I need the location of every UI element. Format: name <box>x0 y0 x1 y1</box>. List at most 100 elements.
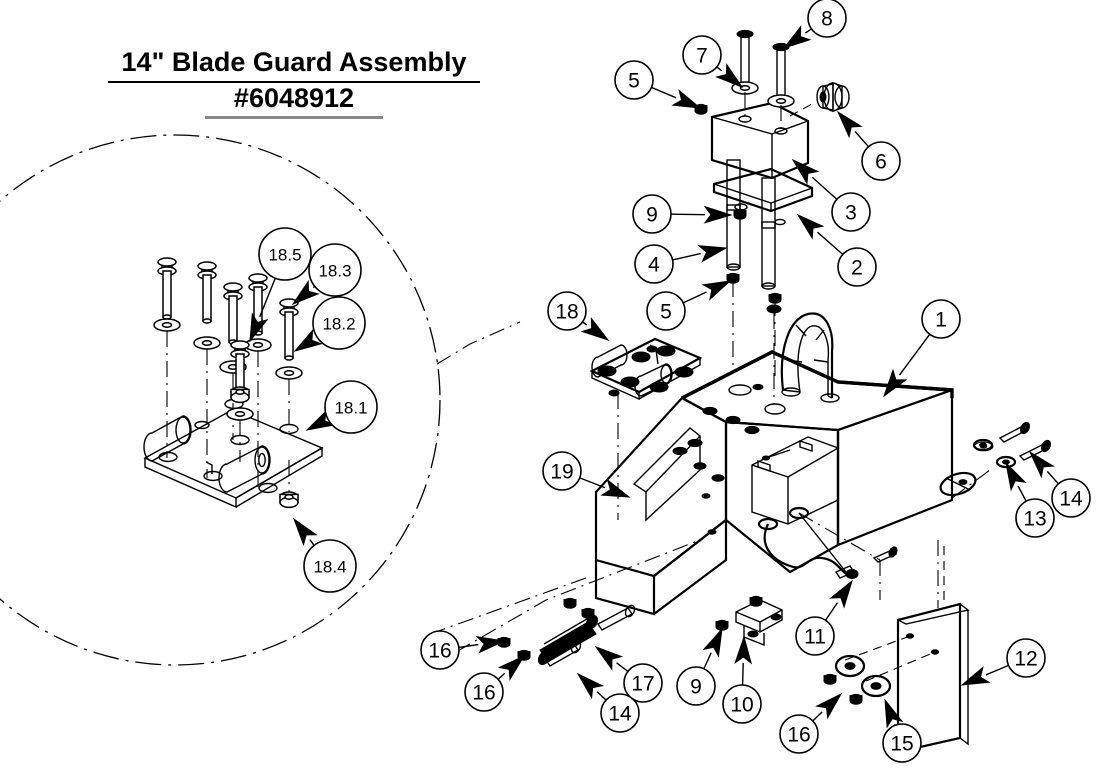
balloon-circle[interactable] <box>547 291 587 331</box>
washer-15b <box>860 674 892 698</box>
balloon-number: 16 <box>472 682 495 705</box>
balloon-circle[interactable] <box>542 451 582 491</box>
leader-arrowhead <box>697 245 728 263</box>
leader-line <box>596 691 607 701</box>
balloon-circle[interactable] <box>779 714 819 754</box>
detail-leader-line <box>436 321 521 365</box>
leader-line <box>741 662 744 686</box>
callout-layer: 123455678991011121314141516161617181918.… <box>249 0 1091 763</box>
balloon-circle[interactable] <box>676 666 716 706</box>
callout-balloon-16-a[interactable]: 16 <box>420 630 506 670</box>
leader-arrowhead <box>796 213 825 240</box>
washer-13a <box>972 438 994 452</box>
balloon-circle[interactable] <box>464 672 504 712</box>
balloon-circle[interactable] <box>600 693 640 733</box>
callout-balloon-18.4[interactable]: 18.4 <box>292 517 357 593</box>
leader-line <box>825 602 839 621</box>
balloon-circle[interactable] <box>682 35 722 75</box>
callout-balloon-15[interactable]: 15 <box>882 698 922 763</box>
callout-balloon-16-c[interactable]: 16 <box>779 692 843 754</box>
balloon-circle[interactable] <box>882 723 922 763</box>
balloon-circle[interactable] <box>324 380 378 434</box>
balloon-number: 16 <box>428 640 451 663</box>
callout-balloon-16-b[interactable]: 16 <box>464 654 526 712</box>
balloon-circle[interactable] <box>258 227 312 281</box>
callout-balloon-7[interactable]: 7 <box>682 35 744 89</box>
balloon-circle[interactable] <box>1051 478 1091 518</box>
balloon-circle[interactable] <box>623 663 663 703</box>
balloon-circle[interactable] <box>1015 498 1055 538</box>
leader-arrowhead <box>960 666 991 686</box>
balloon-circle[interactable] <box>861 141 901 181</box>
callout-balloon-12[interactable]: 12 <box>960 638 1046 686</box>
balloon-number: 1 <box>935 309 947 332</box>
balloon-circle[interactable] <box>312 296 366 350</box>
callout-balloon-1[interactable]: 1 <box>882 299 961 398</box>
callout-balloon-19[interactable]: 19 <box>542 451 631 498</box>
page-title-line2: #6048912 <box>205 83 383 119</box>
balloon-circle[interactable] <box>634 244 674 284</box>
bolt-14b <box>1018 439 1052 461</box>
callout-balloon-18.2[interactable]: 18.2 <box>293 296 366 352</box>
bushing-6 <box>816 82 850 112</box>
balloon-circle[interactable] <box>837 247 877 287</box>
balloon-number: 18.5 <box>268 246 301 265</box>
detail-circle-boundary <box>0 134 441 666</box>
leader-line <box>579 477 606 489</box>
callout-balloon-18[interactable]: 18 <box>547 291 610 341</box>
callout-balloon-2[interactable]: 2 <box>796 213 877 287</box>
balloon-circle[interactable] <box>614 60 654 100</box>
leader-arrowhead <box>701 280 732 301</box>
balloon-circle[interactable] <box>1006 638 1046 678</box>
callout-balloon-10[interactable]: 10 <box>722 635 762 724</box>
callout-balloon-9-bot[interactable]: 9 <box>676 627 723 706</box>
balloon-circle[interactable] <box>831 192 871 232</box>
balloon-circle[interactable] <box>807 0 847 38</box>
callout-balloon-3[interactable]: 3 <box>791 158 871 232</box>
callout-balloon-18.5[interactable]: 18.5 <box>249 227 312 343</box>
washer-13b <box>995 455 1017 469</box>
top-bracket-block <box>694 29 850 380</box>
callout-balloon-11[interactable]: 11 <box>795 579 853 656</box>
balloon-circle[interactable] <box>632 194 672 234</box>
callout-balloon-8[interactable]: 8 <box>782 0 847 49</box>
balloon-number: 13 <box>1023 508 1046 531</box>
leader-arrowhead <box>291 279 320 306</box>
callout-balloon-5-mid[interactable]: 5 <box>646 280 732 331</box>
balloon-circle[interactable] <box>420 630 460 670</box>
callout-balloon-13[interactable]: 13 <box>1005 461 1055 538</box>
callout-balloon-4[interactable]: 4 <box>634 244 728 284</box>
balloon-number: 18.3 <box>318 262 351 281</box>
callout-balloon-5-top[interactable]: 5 <box>614 60 702 109</box>
callout-balloon-18.1[interactable]: 18.1 <box>305 380 378 434</box>
balloon-number: 8 <box>821 8 833 31</box>
balloon-circle[interactable] <box>308 243 362 297</box>
leader-line <box>811 176 838 200</box>
balloon-number: 4 <box>648 254 660 277</box>
callout-balloon-14-b[interactable]: 14 <box>576 672 640 733</box>
leader-line <box>817 231 844 255</box>
leader-arrowhead <box>782 25 812 49</box>
callout-balloon-17[interactable]: 17 <box>594 645 663 703</box>
balloon-circle[interactable] <box>921 299 961 339</box>
balloon-number: 17 <box>631 673 654 696</box>
callout-balloon-14-r[interactable]: 14 <box>1028 450 1091 518</box>
balloon-circle[interactable] <box>795 616 835 656</box>
main-hinge-18 <box>589 337 703 520</box>
right-fasteners <box>951 421 1052 499</box>
leader-arrowhead <box>1028 450 1055 479</box>
balloon-number: 5 <box>628 70 640 93</box>
leader-line <box>497 672 506 680</box>
callout-balloon-9-top[interactable]: 9 <box>632 194 733 234</box>
balloon-number: 11 <box>804 626 826 649</box>
balloon-circle[interactable] <box>646 291 686 331</box>
leader-arrowhead <box>475 635 506 654</box>
balloon-circle[interactable] <box>303 539 357 593</box>
callout-balloon-18.3[interactable]: 18.3 <box>291 243 362 306</box>
leader-line <box>854 131 870 148</box>
callout-balloon-6[interactable]: 6 <box>836 110 901 181</box>
leader-line <box>582 321 588 326</box>
balloon-circle[interactable] <box>722 684 762 724</box>
leader-line <box>812 711 823 722</box>
